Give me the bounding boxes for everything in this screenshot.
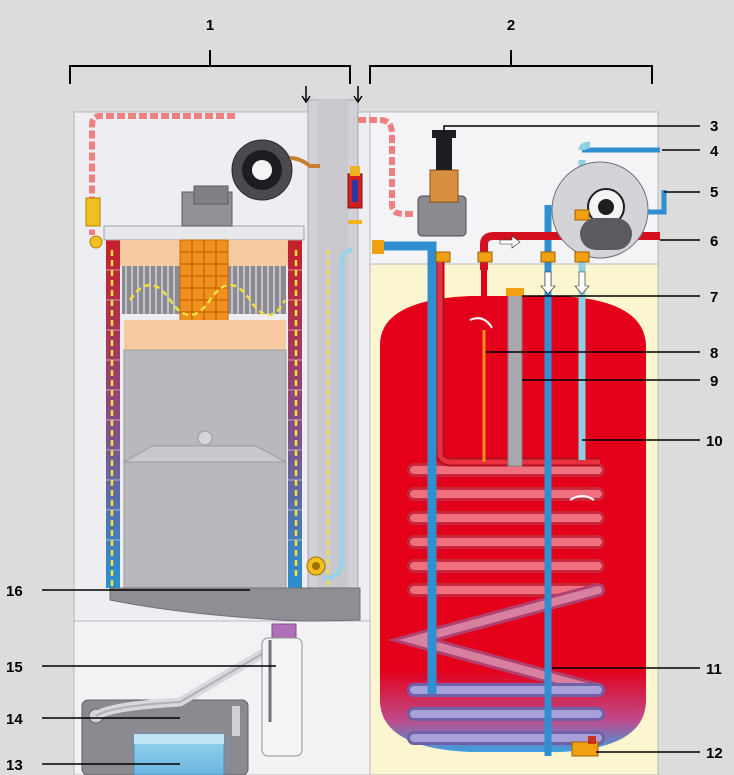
condensate-tray [109,587,361,622]
callout-3: 3 [710,118,718,135]
bracket-group-1 [69,50,351,84]
callout-8: 8 [710,345,718,362]
hot-flow-pipe [89,113,235,235]
callout-5: 5 [710,184,718,201]
bracket-group-2 [369,50,653,84]
callout-11: 11 [706,661,722,678]
callout-9: 9 [710,373,718,390]
chamber-insulation [124,320,286,350]
callout-leaders [42,125,700,765]
callout-6: 6 [710,233,718,250]
callout-4: 4 [710,143,719,160]
callout-14: 14 [6,711,23,728]
drain-valve [571,736,599,757]
gas-valve [347,166,363,224]
anode-rod [507,291,523,467]
callout-10: 10 [706,433,723,450]
callout-16: 16 [6,583,23,600]
pipe-fittings [435,209,590,263]
group-label-2: 2 [507,17,515,34]
heat-exchanger-coil [387,463,605,745]
flue-pipe [301,86,363,601]
burner-head [179,239,229,327]
callout-15: 15 [6,659,23,676]
flow-arrows [469,235,595,501]
callout-12: 12 [706,745,723,762]
safety-valve [85,197,101,227]
combustion-chamber [123,349,287,589]
circulation-pump [372,130,467,254]
burner-plate [103,225,305,241]
callout-7: 7 [710,289,718,306]
group-label-1: 1 [206,17,214,34]
hot-water-outlet [480,232,660,270]
blower-fan [181,139,320,227]
expansion-vessel [551,161,667,259]
callout-13: 13 [6,757,23,774]
cold-water-pipes [380,141,660,756]
condensate-siphon [261,623,303,757]
